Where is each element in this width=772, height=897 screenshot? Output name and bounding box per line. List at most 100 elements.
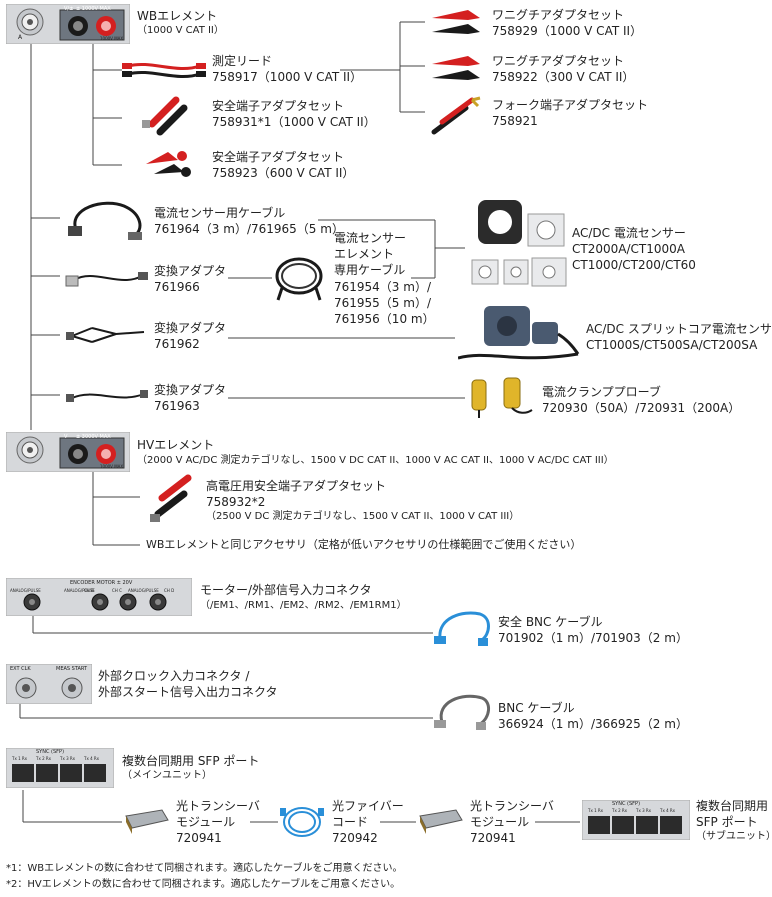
motor-input-panel (6, 578, 192, 616)
sfp-panel-port-label: Tx 4 Rx (84, 756, 100, 761)
sfp-panel-port-label: Tx 3 Rx (60, 756, 76, 761)
wb-element-title: WBエレメント (137, 9, 218, 23)
bnc-cable-title: BNC ケーブル (498, 701, 575, 715)
motor-connector-options: （/EM1、/RM1、/EM2、/RM2、/EM1RM1） (200, 600, 407, 611)
optical-transceiver-image (419, 809, 463, 834)
sfp-main-sub: （メインユニット） (122, 770, 212, 781)
conversion-adapter-code: 761966 (154, 280, 200, 294)
hv-panel-label-v: V (64, 434, 68, 440)
transceiver-title: モジュール (470, 815, 530, 829)
current-sensor-cable-image (68, 201, 142, 240)
fork-adapter-title: フォーク端子アダプタセット (492, 98, 649, 112)
sfp-panel-port-label: Tx 3 Rx (636, 808, 652, 813)
transceiver-title: モジュール (176, 815, 236, 829)
wb-panel-label-current: ± 1000V MAX (76, 6, 111, 12)
transceiver-code: 720941 (470, 831, 516, 845)
fiber-title: コード (332, 815, 369, 829)
element-cable-line2: エレメント (334, 247, 395, 261)
acdc-sensor-models: CT1000/CT200/CT60 (572, 258, 696, 272)
conversion-adapter-title: 変換アダプタ (154, 321, 227, 335)
measurement-lead-image (122, 63, 206, 79)
conversion-adapter-title: 変換アダプタ (154, 264, 227, 278)
sfp-main-title: 複数台同期用 SFP ポート (122, 754, 260, 768)
fiber-title: 光ファイバー (332, 799, 404, 813)
clock-connector-panel (6, 664, 92, 704)
safety-bnc-title: 安全 BNC ケーブル (498, 615, 603, 629)
fiber-code: 720942 (332, 831, 378, 845)
safety-bnc-cable-image (434, 611, 490, 646)
hv-panel-label-current: ± 3000V MAX (76, 434, 111, 440)
motor-connector-title: モーター/外部信号入力コネクタ (200, 583, 372, 597)
bnc-cable-image (434, 694, 490, 730)
conversion-adapter-code: 761963 (154, 399, 200, 413)
fork-adapter-image (431, 96, 481, 135)
optical-fiber-image (280, 807, 324, 837)
clock-connector-title: 外部クロック入力コネクタ / (98, 669, 250, 683)
wb-element-rating: （1000 V CAT II） (137, 25, 224, 36)
transceiver-title: 光トランシーバ (470, 799, 554, 813)
conversion-adapter-image (66, 327, 145, 343)
hv-element-panel (6, 432, 130, 472)
conversion-adapter-image (65, 272, 148, 287)
conversion-adapter-title: 変換アダプタ (154, 383, 227, 397)
split-core-sensor-title: AC/DC スプリットコア電流センサー (586, 322, 772, 336)
alligator-adapter-title: ワニグチアダプタセット (492, 54, 625, 68)
transceiver-code: 720941 (176, 831, 222, 845)
sfp-panel-port-label: Tx 2 Rx (36, 756, 52, 761)
conversion-adapter-image (66, 390, 148, 402)
clamp-probe-title: 電流クランププローブ (542, 385, 661, 399)
motor-panel-label: CH D (164, 588, 175, 593)
wb-panel-label-v: V/± (64, 6, 74, 12)
alligator-adapter-image (432, 10, 480, 34)
safety-adapter-image (142, 96, 188, 136)
element-cable-line5: 761955（5 m）/ (334, 296, 431, 310)
motor-panel-label: CH B (84, 588, 94, 593)
sfp-panel-port-label: Tx 4 Rx (660, 808, 676, 813)
hv-safety-adapter-image (150, 474, 192, 522)
clamp-probe-code: 720930（50A）/720931（200A） (542, 401, 741, 415)
fork-adapter-code: 758921 (492, 114, 538, 128)
acdc-current-sensor-image (471, 200, 567, 287)
element-cable-line6: 761956（10 m） (334, 312, 435, 326)
clock-panel-label-start: MEAS START (56, 666, 88, 672)
split-core-sensor-image (458, 306, 580, 360)
sfp-port-panel-sub (582, 800, 690, 840)
sfp-panel-header: SYNC (SFP) (36, 749, 65, 755)
hv-safety-adapter-code: 758932*2 (206, 495, 266, 509)
safety-bnc-code: 701902（1 m）/701903（2 m） (498, 631, 688, 645)
element-cable-line3: 専用ケーブル (334, 263, 406, 277)
clamp-probe-image (471, 377, 533, 418)
sfp-panel-port-label: Tx 2 Rx (612, 808, 628, 813)
sfp-sub-title: SFP ポート (696, 815, 758, 829)
sfp-panel-port-label: Tx 1 Rx (588, 808, 604, 813)
alligator-adapter-code: 758929（1000 V CAT II） (492, 24, 643, 38)
hv-element-rating: （2000 V AC/DC 測定カテゴリなし、1500 V DC CAT II、… (137, 455, 614, 466)
safety-adapter-title: 安全端子アダプタセット (212, 99, 345, 113)
optical-transceiver-image (125, 809, 169, 834)
measurement-lead-title: 測定リード (212, 54, 273, 68)
safety-adapter-code: 758931*1（1000 V CAT II） (212, 115, 376, 129)
conversion-adapter-code: 761962 (154, 337, 200, 351)
element-cable-image (275, 257, 323, 301)
alligator-adapter-code: 758922（300 V CAT II） (492, 70, 635, 84)
hv-element-title: HVエレメント (137, 438, 215, 452)
element-cable-line1: 電流センサー (334, 231, 407, 245)
sfp-sub-title: 複数台同期用 (696, 799, 769, 813)
safety-adapter-title: 安全端子アダプタセット (212, 150, 345, 164)
clock-connector-title: 外部スタート信号入出力コネクタ (98, 685, 278, 699)
bnc-cable-code: 366924（1 m）/366925（2 m） (498, 717, 688, 731)
motor-panel-label: ANALOG/PULSE (64, 588, 95, 593)
measurement-lead-code: 758917（1000 V CAT II） (212, 70, 363, 84)
hv-panel-label-vhi: 1000V MAX (100, 464, 124, 469)
same-accessory-note: WBエレメントと同じアクセサリ（定格が低いアクセサリの仕様範囲でご使用ください） (146, 538, 582, 551)
element-cable-line4: 761954（3 m）/ (334, 280, 431, 294)
current-sensor-cable-title: 電流センサー用ケーブル (154, 206, 286, 220)
hv-safety-adapter-rating: （2500 V DC 測定カテゴリなし、1500 V CAT II、1000 V… (206, 511, 520, 522)
alligator-adapter-image (432, 56, 480, 80)
sfp-panel-port-label: Tx 1 Rx (12, 756, 28, 761)
footnote: *1：WBエレメントの数に合わせて同梱されます。適応したケーブルをご用意ください… (6, 863, 403, 874)
safety-adapter-code: 758923（600 V CAT II） (212, 166, 355, 180)
current-sensor-cable-code: 761964（3 m）/761965（5 m） (154, 222, 344, 236)
wb-element-panel (6, 4, 130, 44)
